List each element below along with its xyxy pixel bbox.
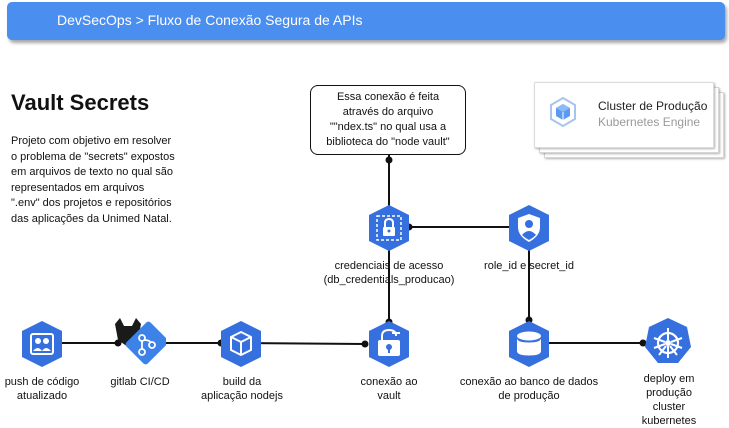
- connection-note-text: Essa conexão é feita através do arquivo …: [326, 91, 450, 148]
- cluster-name: Cluster de Produção: [598, 99, 708, 113]
- page-title: Vault Secrets: [11, 90, 150, 115]
- edge-endpoint: [385, 156, 393, 164]
- node-label-credentials: credenciais de acesso (db_credentials_pr…: [323, 260, 455, 286]
- node-label-deploy: deploy em produção cluster kubernetes: [641, 373, 697, 427]
- edge-endpoint: [639, 339, 647, 347]
- cluster-card: Cluster de Produção Kubernetes Engine: [534, 82, 714, 148]
- header-title: DevSecOps > Fluxo de Conexão Segura de A…: [57, 12, 363, 28]
- kubernetes-engine-icon: [550, 97, 576, 127]
- edge-endpoint: [361, 340, 369, 348]
- edge-endpoint: [114, 339, 122, 347]
- database-icon: [509, 321, 549, 367]
- gitlab-icon: [115, 318, 166, 365]
- edge-build-vault: [240, 342, 366, 345]
- node-label-build: build da aplicação nodejs: [201, 376, 283, 402]
- vault-icon: [369, 321, 409, 367]
- node-label-gitlab: gitlab CI/CD: [110, 376, 170, 388]
- node-label-database: conexão ao banco de dados de produção: [459, 376, 599, 402]
- cube-icon: [221, 321, 261, 367]
- users-icon: [22, 321, 62, 367]
- cluster-subtitle: Kubernetes Engine: [598, 115, 701, 129]
- kubernetes-icon: [645, 318, 691, 363]
- connection-note: Essa conexão é feita através do arquivo …: [310, 85, 466, 155]
- header-bar: DevSecOps > Fluxo de Conexão Segura de A…: [7, 2, 725, 40]
- lock-icon: [369, 205, 409, 251]
- node-label-role: role_id e secret_id: [484, 260, 574, 272]
- edge-endpoint: [525, 316, 533, 324]
- user-shield-icon: [509, 205, 549, 251]
- node-label-push: push de código atualizado: [4, 376, 80, 402]
- node-label-vault: conexão ao vault: [360, 376, 418, 402]
- project-description: Projeto com objetivo em resolver o probl…: [11, 135, 175, 225]
